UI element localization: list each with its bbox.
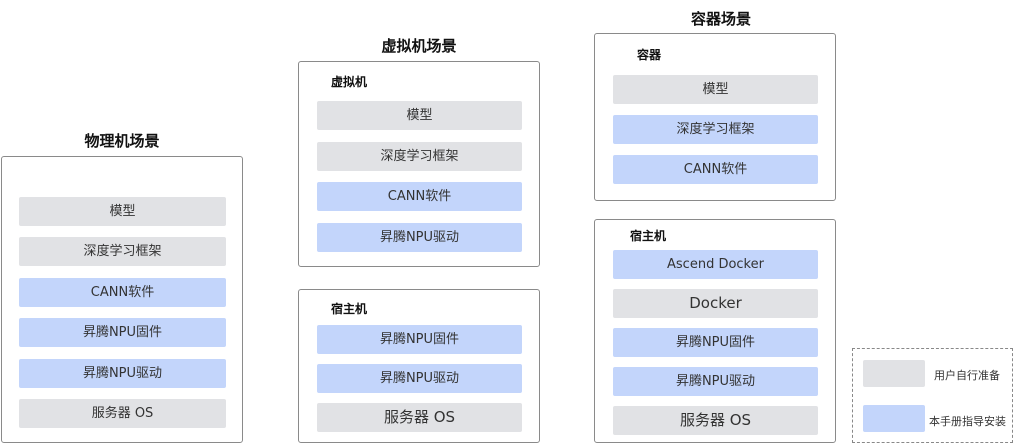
- layer-server-os: 服务器 OS: [19, 399, 226, 428]
- layer-ascend-docker: Ascend Docker: [613, 250, 818, 279]
- container-label: 容器: [637, 48, 662, 62]
- layer-dl-framework: 深度学习框架: [317, 142, 522, 171]
- vm-label: 虚拟机: [331, 75, 368, 89]
- layer-npu-firmware: 昇腾NPU固件: [19, 318, 226, 347]
- container-scenario-title: 容器场景: [690, 10, 751, 28]
- layer-dl-framework: 深度学习框架: [19, 237, 226, 266]
- container-host-panel: 宿主机 Ascend Docker Docker 昇腾NPU固件 昇腾NPU驱动…: [594, 219, 836, 443]
- host-label: 宿主机: [331, 302, 368, 316]
- layer-npu-driver: 昇腾NPU驱动: [317, 223, 522, 252]
- legend-label-user-prepared: 用户自行准备: [934, 369, 1000, 382]
- legend-swatch-user-prepared: [863, 360, 925, 387]
- layer-server-os: 服务器 OS: [317, 403, 522, 432]
- physical-machine-panel: 模型 深度学习框架 CANN软件 昇腾NPU固件 昇腾NPU驱动 服务器 OS: [1, 156, 243, 443]
- vm-scenario-title: 虚拟机场景: [381, 37, 457, 55]
- layer-cann-software: CANN软件: [613, 155, 818, 184]
- physical-scenario-title: 物理机场景: [84, 132, 160, 150]
- layer-npu-firmware: 昇腾NPU固件: [613, 328, 818, 357]
- legend-swatch-guide-install: [863, 405, 925, 432]
- vm-host-panel: 宿主机 昇腾NPU固件 昇腾NPU驱动 服务器 OS: [298, 289, 540, 443]
- layer-npu-driver: 昇腾NPU驱动: [317, 364, 522, 393]
- layer-docker: Docker: [613, 289, 818, 318]
- layer-model: 模型: [613, 75, 818, 104]
- host-label: 宿主机: [630, 229, 667, 243]
- vm-panel: 虚拟机 模型 深度学习框架 CANN软件 昇腾NPU驱动: [298, 61, 540, 267]
- layer-cann-software: CANN软件: [19, 278, 226, 307]
- legend: 用户自行准备 本手册指导安装: [852, 348, 1013, 443]
- layer-npu-driver: 昇腾NPU驱动: [613, 367, 818, 396]
- layer-dl-framework: 深度学习框架: [613, 115, 818, 144]
- container-panel: 容器 模型 深度学习框架 CANN软件: [594, 33, 836, 201]
- layer-cann-software: CANN软件: [317, 182, 522, 211]
- layer-npu-driver: 昇腾NPU驱动: [19, 359, 226, 388]
- layer-model: 模型: [19, 197, 226, 226]
- legend-label-guide-install: 本手册指导安装: [929, 415, 1006, 428]
- layer-server-os: 服务器 OS: [613, 406, 818, 435]
- layer-npu-firmware: 昇腾NPU固件: [317, 325, 522, 354]
- layer-model: 模型: [317, 101, 522, 130]
